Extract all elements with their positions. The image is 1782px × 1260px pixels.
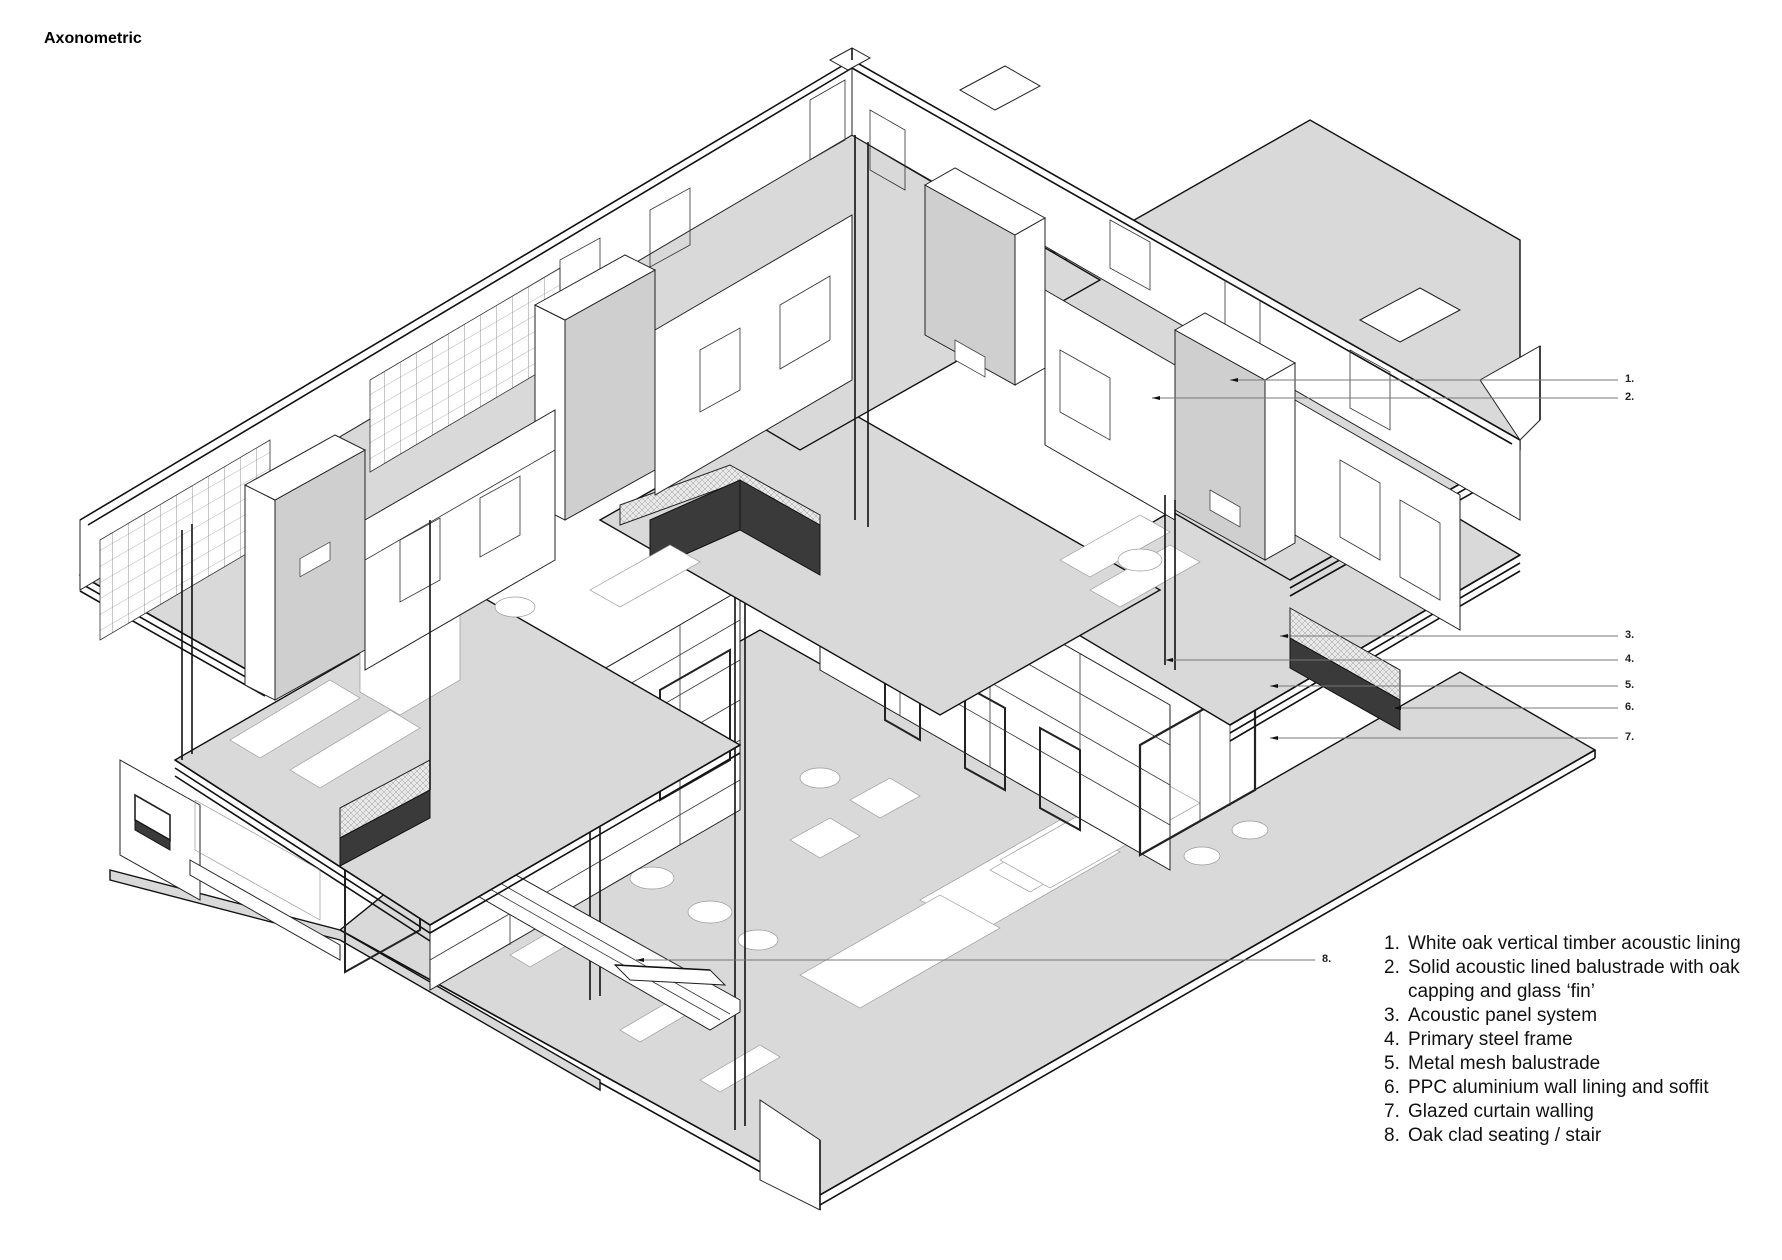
legend-text: Acoustic panel system [1408, 1005, 1598, 1026]
legend-text: capping and glass ‘fin’ [1408, 981, 1595, 1002]
legend-text: Metal mesh balustrade [1408, 1053, 1601, 1074]
oak-stair-seating [449, 854, 741, 1031]
legend-item-8: 8. Oak clad seating / stair [1384, 1124, 1741, 1148]
legend-text: Oak clad seating / stair [1408, 1125, 1602, 1146]
legend-text: Solid acoustic lined balustrade with oak [1408, 957, 1740, 978]
legend-text: PPC aluminium wall lining and soffit [1408, 1077, 1709, 1098]
legend-number: 8. [1384, 1125, 1400, 1146]
callout-7: 7. [1625, 731, 1635, 743]
callout-5: 5. [1625, 679, 1635, 691]
legend-number: 7. [1384, 1101, 1400, 1122]
callout-8: 8. [1322, 953, 1332, 965]
callout-leaders [636, 378, 1618, 962]
legend-number: 1. [1384, 933, 1400, 954]
legend-item-3: 3. Acoustic panel system [1384, 1004, 1741, 1028]
legend: 1. White oak vertical timber acoustic li… [1384, 932, 1741, 1148]
callout-4: 4. [1625, 653, 1635, 665]
legend-number: 6. [1384, 1077, 1400, 1098]
legend-item-5: 5. Metal mesh balustrade [1384, 1052, 1741, 1076]
legend-number: 3. [1384, 1005, 1400, 1026]
perimeter-walls [79, 47, 1541, 641]
callout-6: 6. [1625, 701, 1635, 713]
legend-text: White oak vertical timber acoustic linin… [1408, 933, 1741, 954]
left-end-rooms [119, 759, 341, 961]
legend-text: Primary steel frame [1408, 1029, 1573, 1050]
callout-2: 2. [1625, 391, 1635, 403]
callout-1: 1. [1625, 373, 1635, 385]
legend-number: 5. [1384, 1053, 1400, 1074]
legend-item-2-continued: capping and glass ‘fin’ [1384, 980, 1741, 1004]
legend-item-7: 7. Glazed curtain walling [1384, 1100, 1741, 1124]
legend-item-6: 6. PPC aluminium wall lining and soffit [1384, 1076, 1741, 1100]
legend-item-2: 2. Solid acoustic lined balustrade with … [1384, 956, 1741, 980]
legend-number: 4. [1384, 1029, 1400, 1050]
legend-item-1: 1. White oak vertical timber acoustic li… [1384, 932, 1741, 956]
callout-3: 3. [1625, 629, 1635, 641]
legend-number: 2. [1384, 957, 1400, 978]
inner-facades [181, 135, 1461, 790]
legend-text: Glazed curtain walling [1408, 1101, 1594, 1122]
drawing-title: Axonometric [44, 30, 142, 47]
legend-item-4: 4. Primary steel frame [1384, 1028, 1741, 1052]
gray-cores [243, 167, 1297, 701]
